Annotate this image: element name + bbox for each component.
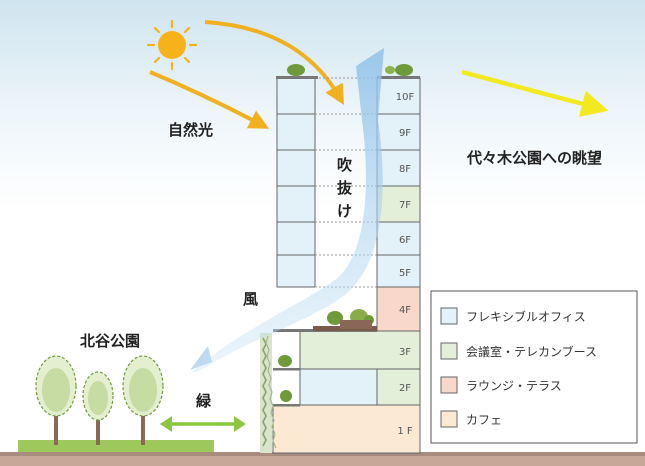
floor-4f: 4F bbox=[399, 305, 411, 316]
floor-labels: 10F 9F 8F 7F 6F 5F 4F 3F 2F 1 F bbox=[396, 92, 415, 437]
floor-stack-right bbox=[272, 77, 421, 454]
tree-icon bbox=[35, 355, 77, 445]
office-stack-left bbox=[276, 77, 316, 288]
floor-1f: 1 F bbox=[397, 426, 413, 437]
ground bbox=[0, 455, 645, 466]
wind-label: 風 bbox=[243, 290, 258, 308]
floor-5f: 5F bbox=[399, 268, 411, 279]
legend-label-meeting: 会議室・テレカンブース bbox=[466, 344, 597, 359]
legend-swatch-lounge bbox=[440, 376, 458, 394]
park-label: 北谷公園 bbox=[80, 332, 140, 350]
view-label: 代々木公園への眺望 bbox=[466, 149, 602, 167]
legend-swatch-office bbox=[440, 307, 458, 325]
sun-icon bbox=[146, 19, 198, 71]
sky-background bbox=[0, 0, 645, 210]
natural-light-label: 自然光 bbox=[168, 121, 213, 139]
sunlight-arrow-1 bbox=[149, 70, 270, 129]
green-wall bbox=[260, 333, 277, 453]
view-arrow bbox=[461, 69, 609, 117]
floor-3f: 3F bbox=[399, 347, 411, 358]
legend-swatch-cafe bbox=[440, 410, 458, 428]
floor-6f: 6F bbox=[399, 235, 411, 246]
floor-2f: 2F bbox=[399, 383, 411, 394]
void-label-3: け bbox=[337, 202, 352, 220]
floor-8f: 8F bbox=[399, 164, 411, 175]
void-label-2: 抜 bbox=[337, 179, 353, 197]
tree-icon bbox=[122, 355, 164, 445]
floor-10f: 10F bbox=[396, 92, 415, 103]
legend-label-office: フレキシブルオフィス bbox=[466, 309, 586, 324]
legend: フレキシブルオフィス 会議室・テレカンブース ラウンジ・テラス カフェ bbox=[430, 290, 638, 444]
void-label-1: 吹 bbox=[337, 156, 353, 174]
park-lawn bbox=[18, 440, 214, 452]
ground-edge bbox=[0, 452, 645, 456]
green-connection-arrow bbox=[160, 416, 246, 432]
legend-label-cafe: カフェ bbox=[466, 413, 502, 427]
floor-7f: 7F bbox=[399, 200, 411, 211]
tree-icon bbox=[82, 371, 114, 445]
sunlight-arrow-2 bbox=[204, 20, 344, 105]
green-label: 緑 bbox=[196, 392, 212, 410]
floor-9f: 9F bbox=[399, 128, 411, 139]
legend-swatch-meeting bbox=[440, 342, 458, 360]
planter-box bbox=[340, 320, 372, 329]
wind-arrow bbox=[190, 48, 384, 372]
legend-label-lounge: ラウンジ・テラス bbox=[466, 379, 562, 393]
